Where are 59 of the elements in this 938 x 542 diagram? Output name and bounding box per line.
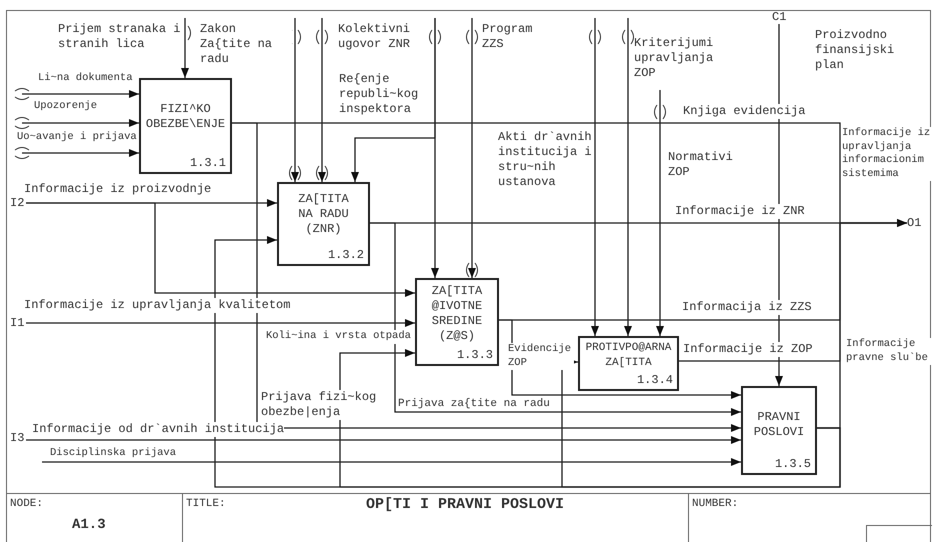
activity-box	[139, 78, 232, 174]
field-label: NUMBER:	[692, 497, 738, 511]
activity-box	[741, 386, 817, 475]
activity-number: 1.3.5	[774, 457, 811, 471]
arrow	[26, 436, 741, 444]
edge-label: Informacije od dr`avnih institucija	[32, 422, 284, 437]
edge-label: Upozorenje	[34, 100, 98, 114]
edge-label: Informacije iz proizvodnje	[24, 182, 212, 197]
field-label: NODE:	[10, 497, 44, 511]
edge-label: Prijava za{tite na radu	[398, 397, 550, 411]
activity-box	[415, 278, 499, 366]
diagram-title: OP[TI I PRAVNI POSLOVI	[364, 497, 566, 513]
arrow	[656, 90, 664, 336]
arrow	[561, 358, 841, 488]
arrow	[291, 18, 299, 182]
activity-box	[578, 336, 679, 391]
field-label: A1.3	[72, 518, 106, 532]
arrow	[26, 202, 415, 297]
icom-code: C1	[772, 10, 786, 24]
edge-label: Knjiga evidencija	[683, 104, 806, 119]
icom-code: O1	[907, 216, 922, 230]
arrow	[42, 458, 741, 466]
edge-label: Informacije pravne slu`be	[846, 338, 934, 365]
icom-code: I2	[10, 196, 24, 210]
edge-label: Evidencije ZOP	[508, 343, 574, 370]
activity-number: 1.3.3	[456, 348, 493, 362]
activity-number: 1.3.1	[190, 156, 226, 170]
edge-label: Informacije iz ZNR	[675, 204, 805, 219]
edge-label: Uo~avanje i prijava	[17, 131, 137, 144]
arrow-label: Informacije iz upravljanja informacionim sistemima	[842, 127, 934, 181]
arrow	[181, 18, 189, 78]
activity-name: PROTIVPO@ARNA ZA[TITA	[584, 341, 672, 371]
arrow	[591, 18, 599, 336]
edge-label: Informacija iz ZZS	[682, 300, 812, 315]
activity-box	[277, 182, 370, 266]
arrow	[26, 319, 415, 327]
activity-name: ZA[TITA NA RADU (ZNR)	[297, 192, 350, 237]
edge-label: Informacije iz upravljanja kvalitetom	[24, 298, 290, 313]
icom-code: I1	[10, 316, 24, 330]
arrow	[624, 18, 632, 336]
arrow	[499, 319, 741, 399]
activity-name: PRAVNI POSLOVI	[752, 410, 806, 440]
arrow	[22, 119, 139, 127]
arrow	[22, 90, 139, 98]
edge-label: Koli~ina i vrsta otpada	[266, 330, 411, 344]
arrow	[22, 149, 139, 157]
arrow	[370, 222, 741, 416]
icom-code: I3	[10, 431, 24, 445]
arrow	[318, 18, 326, 182]
field-label: TITLE:	[186, 497, 226, 511]
activity-name: FIZI^KO OBEZBE\ENJE	[144, 102, 226, 132]
edge-label: Disciplinska prijava	[50, 447, 176, 460]
arrow	[431, 18, 439, 278]
edge-label: Informacije iz ZOP	[683, 342, 813, 357]
arrow	[468, 18, 476, 278]
activity-name: ZA[TITA @IVOTNE SREDINE (Z@S)	[430, 284, 484, 344]
activity-number: 1.3.4	[636, 373, 673, 387]
arrow	[232, 122, 741, 432]
activity-number: 1.3.2	[328, 248, 364, 262]
